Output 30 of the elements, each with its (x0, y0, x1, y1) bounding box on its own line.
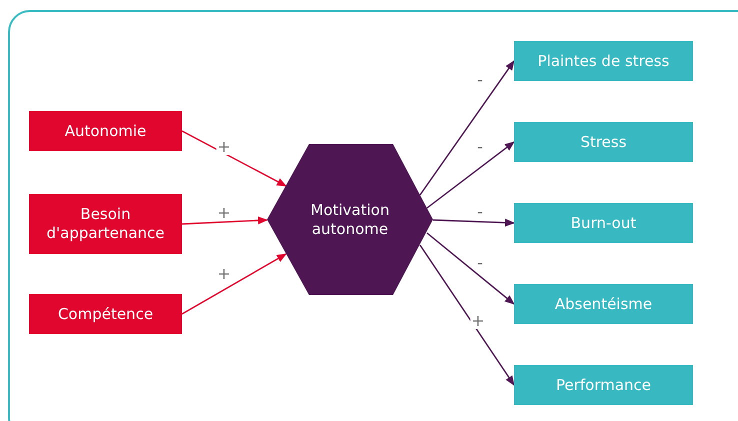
arrow (182, 130, 287, 187)
process-box (514, 203, 693, 243)
node-label: Plaintes de stress (538, 52, 670, 70)
process-box (514, 365, 693, 405)
process-box (514, 41, 693, 81)
node-label: Autonomie (64, 122, 146, 140)
arrow (426, 232, 515, 305)
arrow (426, 141, 515, 209)
node-label: Compétence (58, 304, 154, 324)
edge-label: + (216, 139, 232, 155)
process-box (29, 111, 182, 151)
arrow (432, 218, 515, 227)
node-label: Performance (556, 376, 652, 394)
node-label: Burn-out (570, 214, 636, 232)
hexagon-node (267, 144, 433, 295)
process-box (29, 194, 182, 254)
process-box (29, 294, 182, 334)
arrow (182, 216, 268, 225)
node-label: Absentéisme (554, 294, 652, 314)
arrow (182, 253, 287, 315)
node-label: Stress (580, 132, 627, 152)
node-label: Motivation autonome (310, 200, 390, 238)
arrow (419, 60, 515, 196)
edge-label: + (216, 266, 232, 282)
edge-label: + (216, 205, 232, 221)
arrow (419, 244, 515, 386)
process-box (514, 284, 693, 324)
process-box (514, 122, 693, 162)
node-label: Besoin d'appartenance (45, 205, 166, 243)
edge-label: + (470, 313, 486, 329)
